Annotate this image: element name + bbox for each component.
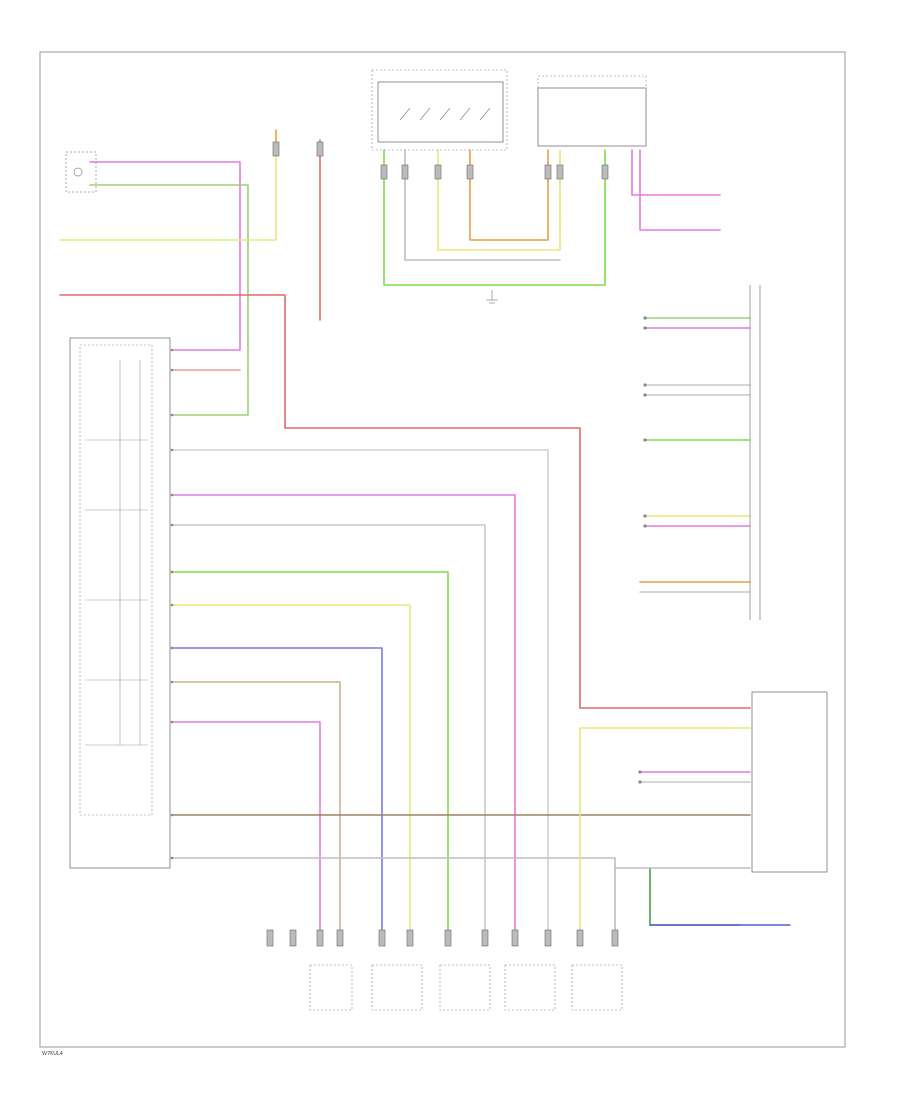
wire-pink-a [171, 494, 516, 931]
wire-orange-2 [469, 149, 549, 241]
footer-code: W7KUL4 [42, 1051, 63, 1057]
wire-pink-2 [631, 149, 721, 196]
wires-top-left [59, 129, 751, 709]
module-internal-lines [85, 360, 148, 746]
wire-pink-b [171, 721, 321, 931]
ground-symbols [486, 290, 498, 304]
motor-box-1 [309, 964, 353, 1011]
door-module-box [537, 87, 647, 147]
wire-gray-b [171, 524, 486, 931]
wire-gray-a [171, 449, 549, 931]
top-connector-stubs [272, 141, 609, 180]
motor-box-2 [371, 964, 423, 1011]
diagram-frame [39, 51, 846, 1048]
wire-yellow-top [59, 147, 277, 241]
wire-gray-c [171, 857, 616, 931]
left-top-switch [65, 151, 97, 193]
wires-top-center [383, 149, 721, 286]
motor-box-5 [571, 964, 623, 1011]
door-switch-inner [377, 81, 504, 143]
wire-green-loop [383, 149, 606, 286]
wire-green-a [171, 571, 449, 931]
bottom-motor-boxes [309, 964, 623, 1011]
wire-blue-a [171, 647, 383, 931]
wire-tan-a [171, 681, 341, 931]
seat-control-switch-inner [79, 344, 153, 816]
wire-lightgreen-top [89, 184, 249, 416]
wires-right [639, 317, 751, 783]
motor-box-3 [439, 964, 491, 1011]
bottom-connector-stubs [266, 929, 619, 947]
wire-yellow-2 [437, 149, 561, 251]
module-pins [170, 348, 174, 860]
wire-gray-1 [404, 149, 561, 261]
right-connector-strip [749, 285, 761, 620]
wire-yellow-a [171, 604, 411, 931]
motor-box-4 [504, 964, 556, 1011]
passenger-seat-module-box [751, 691, 828, 873]
seat-control-switch-module [69, 337, 171, 869]
wires-module-left [171, 449, 791, 931]
wire-red-top [59, 294, 751, 709]
wire-darkgreen-a [649, 867, 741, 926]
door-switch-box [371, 69, 508, 151]
wire-pink-3 [639, 149, 721, 231]
switch-contacts [399, 107, 491, 121]
door-module-inner [537, 75, 647, 147]
wire-pink-top [89, 161, 241, 351]
right-pins [638, 316, 647, 784]
